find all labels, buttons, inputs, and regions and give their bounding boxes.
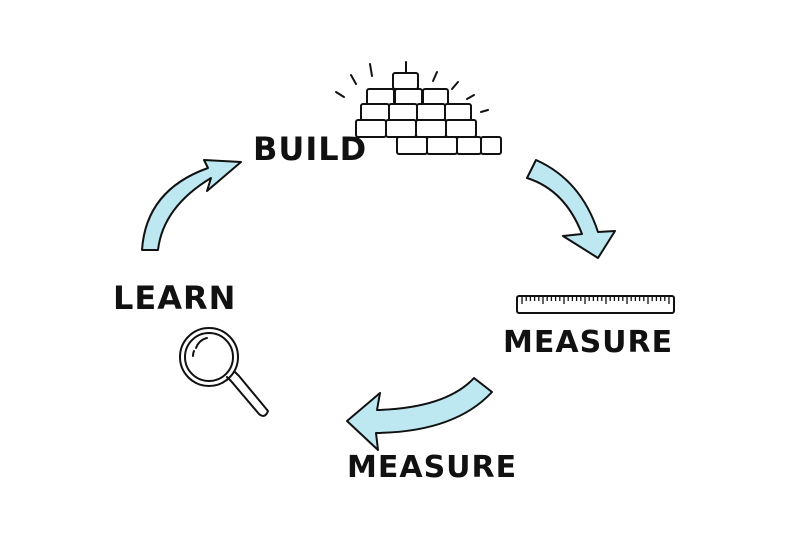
step-label-build: BUILD — [253, 130, 368, 168]
magnifying-glass-icon — [179, 327, 269, 417]
step-label-learn: LEARN — [113, 279, 237, 317]
step-label-measure-right: MEASURE — [503, 325, 674, 360]
ruler-icon — [516, 295, 675, 314]
arrow-learn-to-build — [141, 159, 242, 251]
arrow-measure-to-measure — [346, 377, 493, 451]
arrow-build-to-measure — [526, 159, 616, 259]
burst-lines — [335, 61, 489, 113]
brick-stack-icon — [335, 61, 502, 155]
step-label-measure-bottom: MEASURE — [347, 450, 518, 485]
